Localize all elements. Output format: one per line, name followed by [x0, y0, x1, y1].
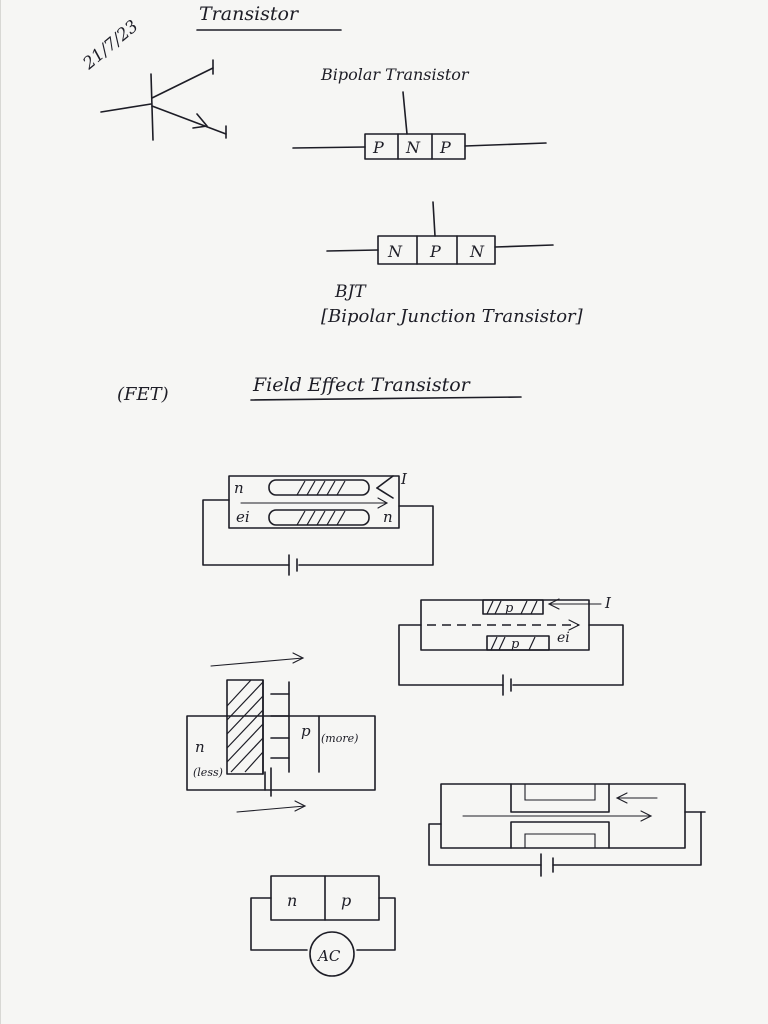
fig1-right-label: n [383, 508, 393, 526]
fig5-source-label: AC [316, 947, 341, 965]
fig2-bottom-label: p [511, 637, 520, 652]
fet-heading-underline [250, 396, 522, 401]
fig2-side-label: ei [557, 630, 570, 646]
fig2-current-label: I [604, 594, 612, 612]
fet-figure-1 [202, 475, 434, 576]
fet-figure-3 [186, 652, 376, 813]
fet-figure-4 [428, 783, 706, 877]
npn-layer-3: N [469, 242, 485, 261]
fig3-p-label: p [301, 722, 311, 740]
fig3-n-label: n [195, 738, 205, 756]
fig3-n-note: (less) [193, 766, 223, 779]
bjt-abbrev: BJT [334, 282, 367, 302]
pnp-layer-3: P [439, 138, 451, 157]
bjt-full-name: [Bipolar Junction Transistor] [321, 306, 584, 327]
date-label: 21/7/23 [79, 16, 143, 74]
pnp-diagram [292, 91, 547, 160]
fet-abbrev: (FET) [117, 384, 169, 405]
fet-figure-2 [398, 598, 624, 696]
fig5-right-label: p [341, 891, 351, 910]
npn-layer-2: P [429, 242, 441, 261]
fig2-top-label: p [505, 601, 514, 616]
pnp-layer-1: P [372, 138, 384, 157]
bipolar-heading: Bipolar Transistor [320, 65, 470, 84]
fig1-bottom-label: ei [236, 508, 250, 526]
fet-heading: Field Effect Transistor [252, 374, 472, 396]
npn-layer-1: N [387, 242, 403, 261]
fig1-current-label: I [400, 470, 408, 488]
transistor-symbol [100, 59, 227, 141]
page-title: Transistor [199, 3, 300, 25]
fig1-top-label: n [234, 479, 244, 497]
pnp-layer-2: N [405, 138, 421, 157]
fig5-left-label: n [287, 891, 297, 910]
fet-figure-5 [250, 875, 396, 977]
fig3-p-note: (more) [321, 732, 358, 745]
npn-diagram [326, 201, 554, 265]
